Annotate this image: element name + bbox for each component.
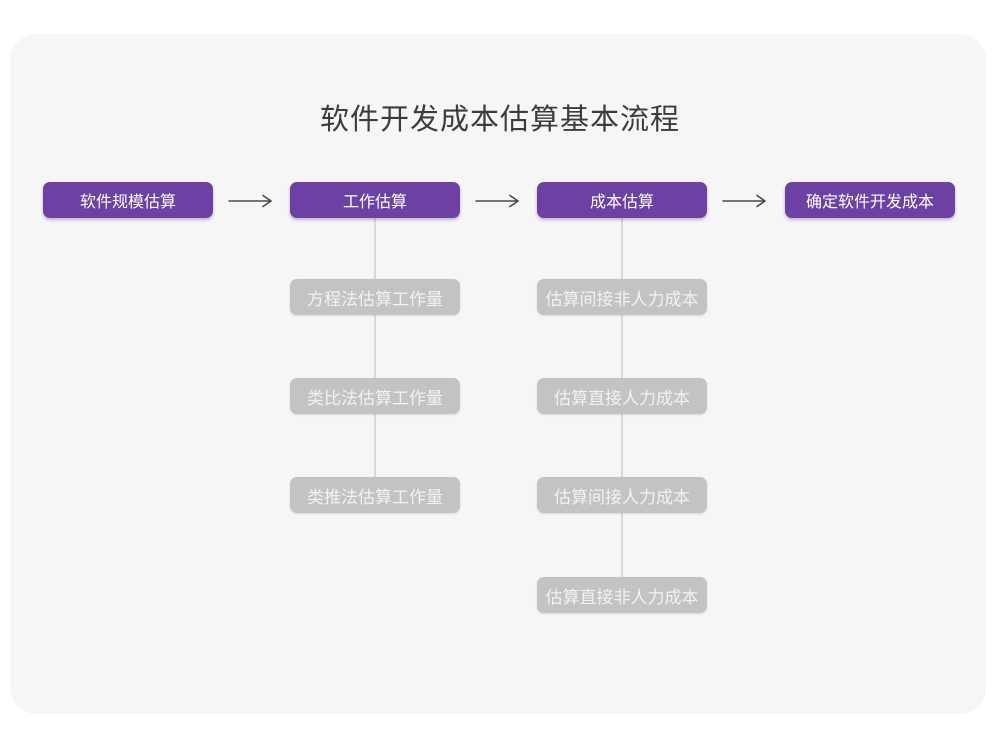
substep-extrapolation-method-workload: 类推法估算工作量	[290, 477, 460, 513]
substep-direct-non-labor-cost: 估算直接非人力成本	[537, 577, 707, 613]
substep-analogy-method-workload: 类比法估算工作量	[290, 378, 460, 414]
substep-indirect-non-labor-cost: 估算间接非人力成本	[537, 279, 707, 315]
stage-software-scale-estimation: 软件规模估算	[43, 182, 213, 218]
stage-cost-estimation: 成本估算	[537, 182, 707, 218]
connector-line-work-estimation	[374, 218, 376, 495]
stage-work-estimation: 工作估算	[290, 182, 460, 218]
substep-direct-labor-cost: 估算直接人力成本	[537, 378, 707, 414]
page-title: 软件开发成本估算基本流程	[319, 104, 680, 136]
arrow-right-icon	[227, 194, 272, 208]
flow-arrow-1	[213, 183, 290, 219]
flow-arrow-3	[707, 183, 784, 219]
substep-indirect-labor-cost: 估算间接人力成本	[537, 477, 707, 513]
stage-determine-software-dev-cost: 确定软件开发成本	[785, 182, 955, 218]
flow-arrow-2	[460, 183, 537, 219]
arrow-right-icon	[474, 194, 519, 208]
substep-equation-method-workload: 方程法估算工作量	[290, 279, 460, 315]
flowchart-card	[10, 34, 986, 714]
arrow-right-icon	[721, 194, 766, 208]
